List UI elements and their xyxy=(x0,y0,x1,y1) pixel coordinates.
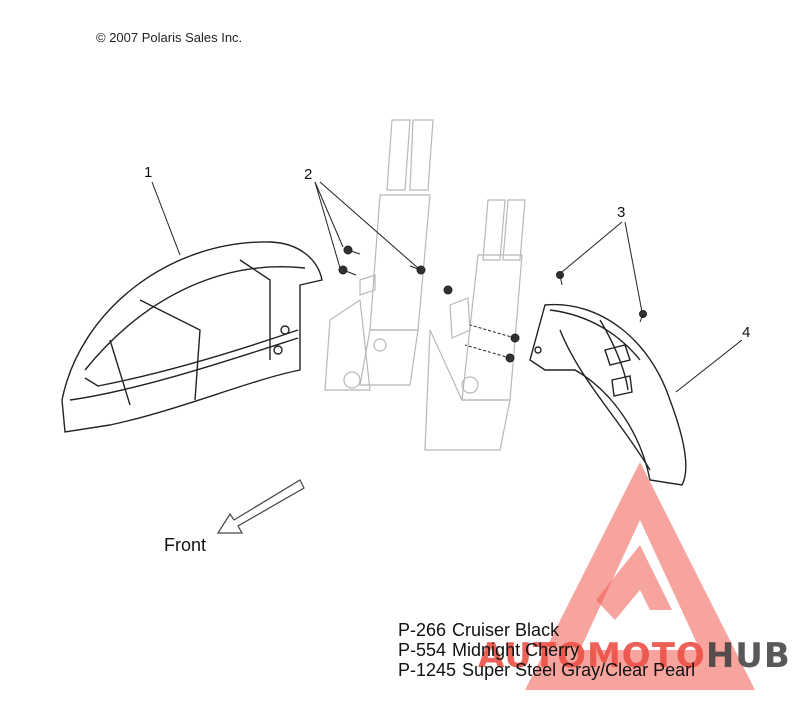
callout-1: 1 xyxy=(144,164,153,181)
watermark-text: AUTOMOTOHUB xyxy=(478,636,791,676)
fender-half-part-4 xyxy=(529,303,687,486)
color-name: Cruiser Black xyxy=(452,620,560,640)
screw-part-3 xyxy=(556,271,564,286)
watermark-text-part1: AUTOMOTO xyxy=(478,636,706,676)
front-fender-part-1 xyxy=(61,241,323,433)
callout-4: 4 xyxy=(742,324,751,341)
color-name: Midnight Cherry xyxy=(452,640,580,660)
bolt-part-2 xyxy=(343,245,361,255)
watermark-text-part2: HUB xyxy=(705,636,791,676)
bolt-part-2 xyxy=(409,265,426,275)
leader-lines xyxy=(151,181,743,393)
color-code: P-554 xyxy=(398,640,447,660)
bolt-part-2 xyxy=(443,285,453,295)
bolt-part-2 xyxy=(338,265,357,276)
callout-3: 3 xyxy=(617,204,626,221)
bolt-part-2 xyxy=(464,344,515,363)
color-code: P-266 xyxy=(398,620,447,640)
front-direction-label: Front xyxy=(164,535,207,555)
copyright-notice: © 2007 Polaris Sales Inc. xyxy=(96,30,243,45)
fasteners xyxy=(338,245,647,363)
watermark-logo xyxy=(525,462,755,690)
callout-2: 2 xyxy=(304,166,313,183)
fork-assembly xyxy=(324,119,526,451)
color-name: Super Steel Gray/Clear Pearl xyxy=(462,660,696,680)
color-code: P-1245 xyxy=(398,660,457,680)
front-arrow-icon xyxy=(216,479,305,534)
screw-part-3 xyxy=(639,310,647,323)
bolt-part-2 xyxy=(469,324,520,343)
